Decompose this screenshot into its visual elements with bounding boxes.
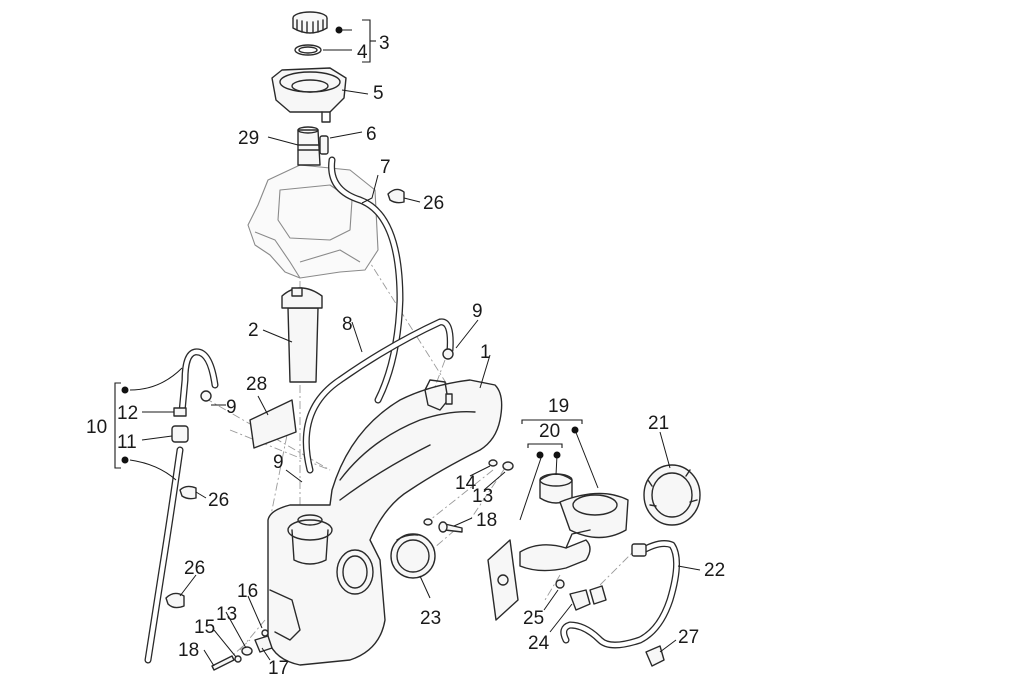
callout-29: 29 <box>238 128 259 149</box>
kit-markers <box>114 19 583 469</box>
callout-4: 4 <box>357 42 368 63</box>
pump-seal-ring <box>390 533 436 579</box>
callout-13-bottom: 13 <box>216 604 237 625</box>
leader-lines <box>129 29 701 667</box>
frame-support-outline <box>247 164 379 279</box>
callout-24: 24 <box>528 633 550 654</box>
callout-6: 6 <box>366 124 377 145</box>
callout-27: 27 <box>678 627 699 648</box>
bullet-marker <box>121 456 129 464</box>
callout-26-left: 26 <box>208 490 229 511</box>
quick-connector <box>555 579 607 611</box>
cap-seal-ring <box>294 44 322 56</box>
hose-clamp-left <box>179 485 197 500</box>
callout-8: 8 <box>342 314 353 335</box>
callout-26-bottom: 26 <box>184 558 205 579</box>
callout-11: 11 <box>117 432 137 453</box>
callout-18-bottom: 18 <box>178 640 199 661</box>
callout-17: 17 <box>268 658 289 679</box>
filler-cap <box>292 11 328 34</box>
vent-nipple <box>319 135 329 155</box>
hose-fitting-top <box>442 348 454 360</box>
hose-clamp-bottom <box>165 592 185 609</box>
pump-gasket-strip <box>487 539 519 621</box>
bullet-marker <box>571 426 579 434</box>
callout-21: 21 <box>648 413 669 434</box>
filler-funnel <box>271 67 347 123</box>
vent-hose-middle <box>302 318 454 474</box>
fuel-level-sender <box>281 287 323 383</box>
callout-12: 12 <box>117 403 138 424</box>
callout-18-mid: 18 <box>476 510 497 531</box>
callout-13-mid: 13 <box>472 486 493 507</box>
fuel-delivery-hose <box>560 540 680 649</box>
filler-neck <box>297 126 321 166</box>
callout-25: 25 <box>523 608 544 629</box>
callout-16: 16 <box>237 581 258 602</box>
callout-labels: 1 2 3 4 5 6 7 8 9 9 9 10 11 12 13 13 14 … <box>86 33 725 679</box>
callout-2: 2 <box>248 320 259 341</box>
callout-15: 15 <box>194 617 215 638</box>
callout-5: 5 <box>373 83 384 104</box>
callout-23: 23 <box>420 608 441 629</box>
bracket-19 <box>521 419 583 424</box>
fuel-tank <box>267 379 503 666</box>
callout-3: 3 <box>379 33 390 54</box>
callout-9-left: 9 <box>226 397 237 418</box>
callout-19: 19 <box>548 396 569 417</box>
callout-10: 10 <box>86 417 107 438</box>
callout-14: 14 <box>455 473 477 494</box>
mounting-hardware-mid <box>423 459 514 533</box>
callout-20: 20 <box>539 421 560 442</box>
sender-gasket-plate <box>249 399 297 449</box>
bullet-marker <box>536 451 544 459</box>
bracket-10 <box>114 382 121 469</box>
callout-28: 28 <box>246 374 267 395</box>
pump-lock-ring <box>643 464 701 526</box>
fuel-pump-assembly <box>519 492 629 572</box>
bullet-marker <box>121 386 129 394</box>
bracket-20 <box>527 443 563 448</box>
bullet-marker <box>335 26 343 34</box>
callout-22: 22 <box>704 560 725 581</box>
callout-26-top: 26 <box>423 193 444 214</box>
callout-1: 1 <box>480 342 491 363</box>
hose-clamp-top <box>387 188 405 204</box>
mounting-hardware-bottom <box>211 629 273 671</box>
hose-end-fitting <box>645 645 665 667</box>
vent-hose-upper <box>328 156 404 404</box>
callout-9-top: 9 <box>472 301 483 322</box>
bullet-marker <box>553 451 561 459</box>
callout-9-middle: 9 <box>273 452 284 473</box>
callout-7: 7 <box>380 157 391 178</box>
drain-hose-assembly <box>144 348 219 664</box>
